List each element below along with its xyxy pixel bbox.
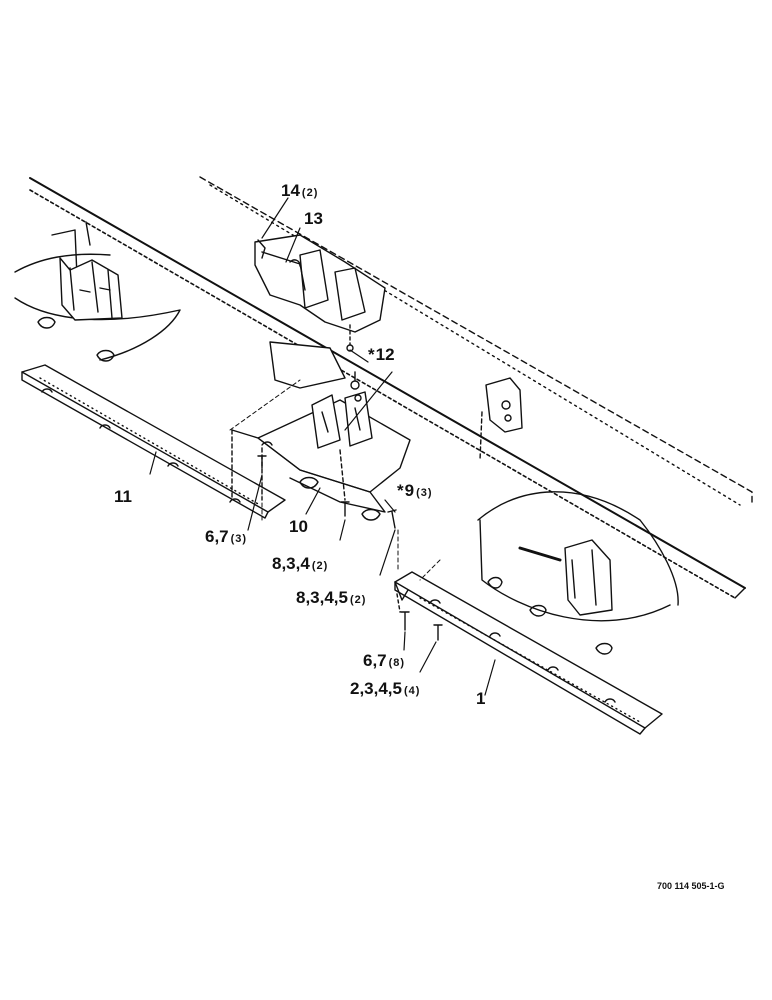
callout-11: 11 — [114, 487, 132, 506]
callout-10: 10 — [289, 517, 308, 536]
callout-13: 13 — [304, 209, 323, 228]
right-upper-fitting — [479, 377, 523, 461]
left-shield — [14, 221, 181, 362]
part-12-center-bracket — [257, 341, 411, 493]
callout-12: *12 — [368, 345, 395, 364]
callout-6-7-upper: 6,7(3) — [205, 527, 248, 546]
part-11-skid-shoe — [21, 364, 286, 519]
callout-9: *9(3) — [397, 481, 433, 500]
callout-8-3-4-5: 8,3,4,5(2) — [296, 588, 367, 607]
leader-lines — [149, 197, 496, 696]
callout-6-7-lower: 6,7(8) — [363, 651, 406, 670]
callout-8-3-4: 8,3,4(2) — [272, 554, 329, 573]
callout-2-3-4-5: 2,3,4,5(4) — [350, 679, 421, 698]
figure-id: 700 114 505-1-G — [657, 881, 725, 891]
right-shield — [477, 491, 679, 655]
alignment-lines — [229, 379, 441, 581]
hardware-bolts — [257, 455, 443, 641]
part-1-skid-shoe — [394, 571, 663, 735]
callout-14: 14(2) — [281, 181, 319, 200]
callout-1: 1 — [476, 689, 486, 708]
frame-rail — [29, 176, 753, 599]
part-10-center-shield — [231, 429, 386, 521]
part-13-bracket — [254, 234, 386, 352]
